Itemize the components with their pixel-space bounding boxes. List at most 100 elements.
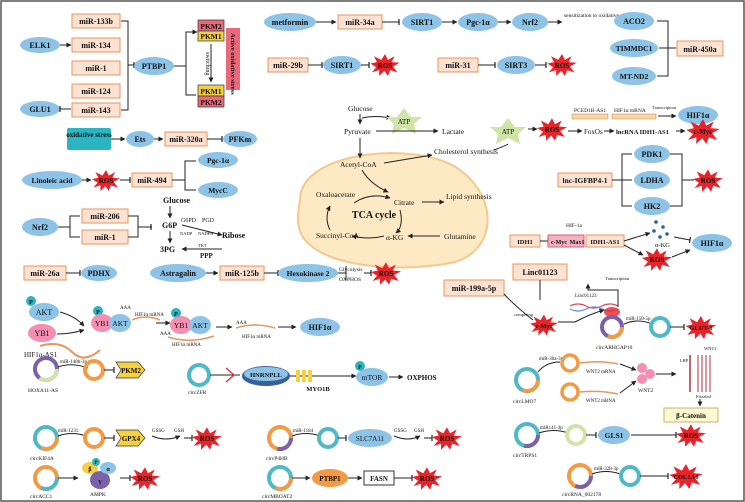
ampk-label: AMPK	[90, 492, 106, 498]
mtnd2-label: MT-ND2	[620, 72, 649, 81]
hif-mrna-strand	[611, 113, 657, 120]
linc-dna	[569, 303, 619, 309]
hif1a-top-label: HIF1α	[687, 111, 710, 120]
hif-1a-label: HIF-1a	[566, 223, 582, 229]
ros-2-label: ROS	[555, 62, 570, 70]
mycc-label: MycC	[208, 186, 228, 195]
pkm2-top-label: PKM2	[200, 22, 221, 31]
wnt2-mrna-strand-1	[579, 360, 619, 365]
sirt3-label: SIRT3	[505, 61, 527, 70]
akt-2-pill	[109, 314, 131, 332]
pdk1-label: PDK1	[642, 150, 663, 159]
citrate-label: Citrate	[394, 198, 415, 207]
mir-bracket	[121, 20, 135, 111]
circmboat2-ring-accent	[267, 465, 293, 491]
hif-mrna-2-strand	[167, 335, 215, 341]
tca-center: Glucose ATP Pyruvate Lactate Acetyl-CoA …	[297, 104, 526, 269]
g6pd-label: G6PD	[181, 218, 197, 224]
hif-mrna-3-strand	[235, 324, 276, 329]
hif1a-mid-pill	[300, 318, 340, 336]
mir29b-label: miR-29b	[273, 61, 303, 70]
mir206-bracket	[128, 215, 152, 238]
circp4hb-label: circP4HB	[266, 456, 288, 462]
circrna002178-row: circRNA_002178 miR-328-3p COL1A1	[562, 463, 703, 498]
tca-label: TCA cycle	[352, 210, 397, 221]
cmyc-1-label: c-Myc	[694, 128, 713, 136]
hif-mrna-1-label: HIF1α mRNA	[135, 313, 164, 318]
idh-as1-ros-arrow	[623, 244, 644, 256]
circkif4a-label: circKIF4A	[30, 456, 54, 462]
hif-mrna-1-strand	[131, 316, 161, 321]
p-3-label: P	[174, 312, 178, 318]
metformin-pill	[264, 13, 316, 31]
idh-as1-akg-arrow	[623, 231, 651, 242]
mir133b-label: miR-133b	[79, 17, 113, 26]
lipid-label: Lipid synthesis	[446, 192, 492, 201]
lnc-igfbp-label: lnc-IGFBP4-1	[563, 176, 608, 185]
p-5-label: P	[94, 461, 97, 466]
akt-2-label: AKT	[112, 319, 128, 328]
glu1-label: GLU1	[29, 105, 50, 114]
ets-row: oxidative stress Ets miR-320a PFKm	[66, 128, 257, 150]
circrna002178-ring-accent	[567, 463, 593, 489]
p-circle-3	[171, 308, 181, 318]
hoxa11-row: HOXA11-AS miR-148b-3p PKM2	[28, 356, 146, 394]
slc7a11-pill	[348, 429, 392, 447]
gls1-pill	[598, 426, 630, 444]
g6p-ribose-arrow	[181, 224, 223, 237]
circlmo7-row: circLMO7 miR-30a-3p WNT2 mRNA WNT2 mRNA …	[513, 346, 719, 423]
nrf2-bracket	[58, 215, 80, 238]
circkif4a-ring-accent	[33, 425, 59, 451]
succ-oxalo-arrow	[325, 205, 331, 231]
gssg-1-label: GSSG	[152, 429, 165, 434]
mir30a-label: miR-30a-3p	[539, 357, 564, 362]
mitochondrion-shape	[297, 152, 489, 269]
pfkm-pill	[223, 131, 257, 147]
aaa-2-label: AAA	[160, 332, 171, 337]
lrp-label: LRP	[680, 358, 689, 363]
cmyc-max-box	[547, 234, 585, 248]
ros-3-label: ROS	[99, 177, 114, 185]
mir141-label: miR141-3p	[540, 426, 563, 431]
mir26a-label: miR-26a	[30, 269, 59, 278]
receptor-frizzled	[697, 355, 711, 392]
oxphos-2-label: OXPHOS	[407, 374, 437, 382]
3pg-label: 3PG	[160, 245, 175, 254]
aco2-pill	[614, 12, 654, 30]
catenin-box	[663, 407, 719, 423]
hif1a-right-pill	[692, 234, 732, 252]
pkm2-circ-label: PKM2	[121, 367, 141, 375]
linc01123-label: Linc01123	[522, 268, 557, 277]
cmyc-dna-arrow	[558, 308, 605, 323]
yb1-1-label: YB1	[34, 329, 49, 338]
mir125b-label: miR-125b	[225, 269, 259, 278]
gsh-1-label: GSH	[174, 429, 184, 434]
akt-1-label: AKT	[36, 308, 53, 317]
mir141-ring	[565, 424, 587, 446]
oxstress-text: oxidative stress	[66, 131, 112, 139]
ros-hif-arrow	[671, 249, 691, 258]
hnrnpl-highlight	[244, 367, 288, 381]
ppp-block: Nrf2 miR-206 miR-1 Glucose G6P 3PG G6PD …	[22, 196, 246, 281]
atp-2-star	[490, 118, 526, 144]
acetyl-chol-arrow	[383, 153, 433, 164]
mir31-label: miR-31	[445, 61, 470, 70]
circkif4a-row: circKIF4A miR-1231 GPX4 GSSG GSH ROS	[30, 425, 222, 462]
nrf2-top-label: Nrf2	[522, 18, 538, 27]
lnc-igfbp-bracket	[612, 153, 632, 207]
pgc1a-2-label: Pgc-1α	[207, 156, 230, 165]
ros-9-label: ROS	[440, 435, 455, 443]
wnt2-mrna-1-label: WNT2 mRNA	[586, 370, 616, 375]
competing-curve	[503, 293, 534, 321]
ptbp1-label: PTBP1	[142, 62, 166, 71]
oxstress-box	[67, 128, 111, 150]
gssg-gsh-arrow-2	[393, 435, 421, 441]
ampk-alpha-label: α	[106, 467, 110, 473]
mir1-2-label: miR-1	[94, 233, 115, 242]
myo1b-band-1	[296, 370, 300, 382]
wnt2-arrow-1	[619, 363, 637, 371]
mir150-label: miR-150-5p	[626, 317, 651, 322]
acetyl-citrate-arrow	[361, 169, 389, 193]
mir1231-ring	[83, 427, 105, 449]
